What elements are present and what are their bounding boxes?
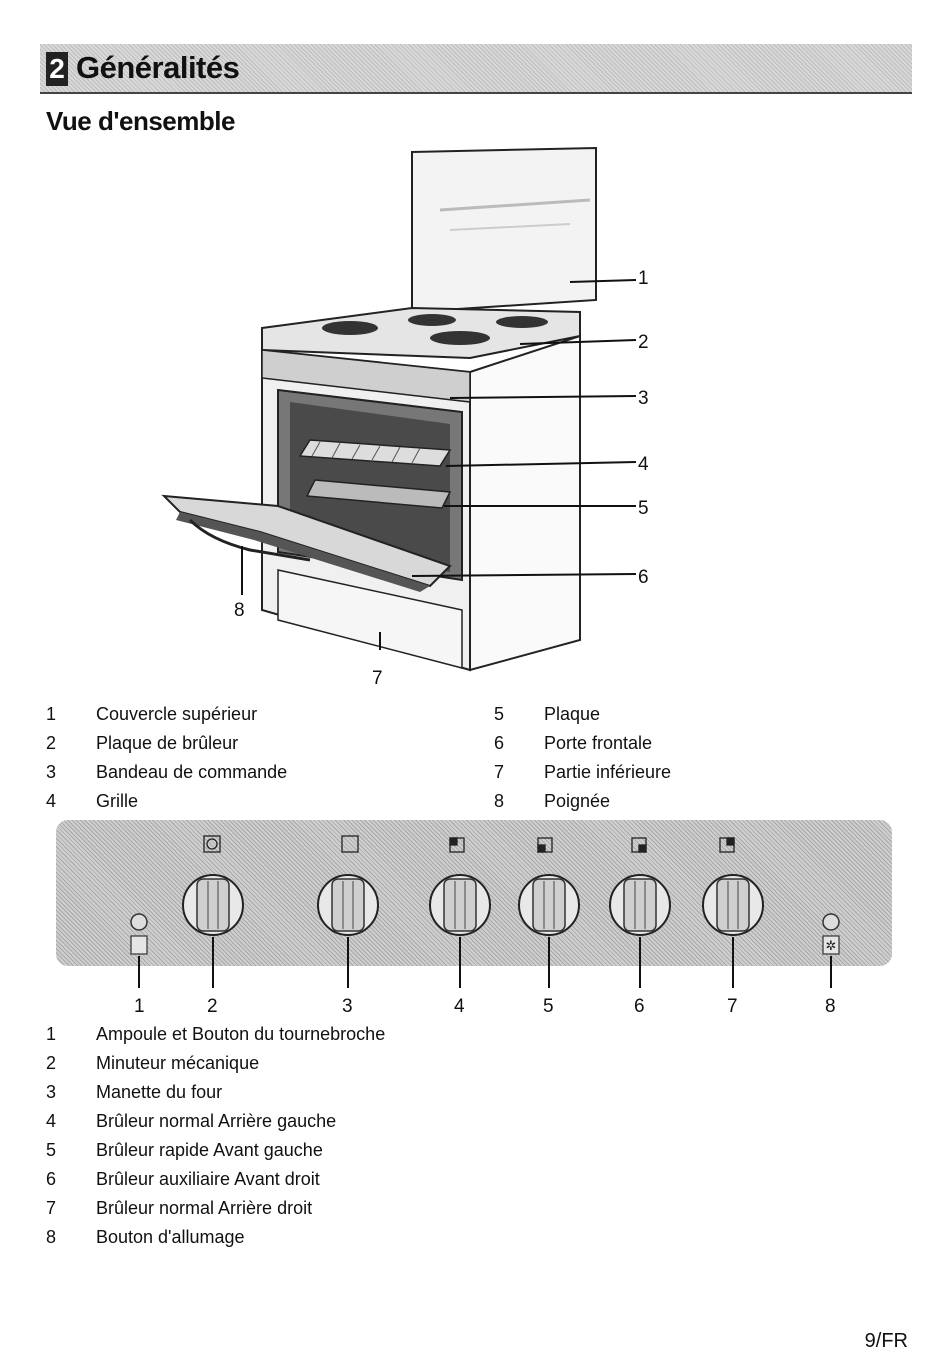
legend-label: Brûleur rapide Avant gauche [96, 1140, 323, 1160]
legend-label: Minuteur mécanique [96, 1053, 260, 1073]
overview-title: Vue d'ensemble [46, 106, 235, 136]
panel-callout-5: 5 [543, 996, 554, 1017]
legend-num: 1 [46, 1024, 57, 1044]
section-header: 2 Généralités [40, 44, 912, 94]
section-number: 2 [46, 52, 68, 86]
legend-num: 8 [494, 791, 505, 811]
legend-label: Brûleur auxiliaire Avant droit [96, 1169, 320, 1189]
legend-num: 4 [46, 1111, 57, 1131]
oven-illustration [161, 146, 637, 672]
legend-num: 6 [494, 733, 505, 753]
oven-callout-8: 8 [234, 600, 245, 621]
oven-callout-5: 5 [638, 498, 649, 519]
legend-label: Bandeau de commande [96, 762, 288, 782]
legend-label: Brûleur normal Arrière droit [96, 1198, 313, 1218]
legend-num: 5 [46, 1140, 57, 1160]
legend-num: 7 [46, 1198, 57, 1218]
legend-label: Couvercle supérieur [96, 704, 258, 724]
oven-callout-2: 2 [638, 332, 649, 353]
panel-callout-3: 3 [342, 996, 353, 1017]
legend-label: Grille [96, 791, 139, 811]
oven-callout-4: 4 [638, 454, 649, 475]
section-title: Généralités [76, 50, 240, 85]
panel-callout-1: 1 [134, 996, 145, 1017]
legend-label: Ampoule et Bouton du tournebroche [96, 1024, 386, 1044]
legend-num: 8 [46, 1227, 57, 1247]
control-panel [56, 820, 892, 966]
legend-label: Brûleur normal Arrière gauche [96, 1111, 337, 1131]
panel-callout-6: 6 [634, 996, 645, 1017]
legend-label: Porte frontale [544, 733, 653, 753]
legend-num: 7 [494, 762, 505, 782]
page-number: 9/FR [864, 1330, 908, 1352]
legend-num: 3 [46, 762, 57, 782]
legend-num: 3 [46, 1082, 57, 1102]
legend-label: Manette du four [96, 1082, 223, 1102]
legend-num: 2 [46, 1053, 57, 1073]
legend-label: Bouton d'allumage [96, 1227, 245, 1247]
legend-num: 6 [46, 1169, 57, 1189]
legend-label: Partie inférieure [544, 762, 672, 782]
legend-num: 2 [46, 733, 57, 753]
panel-callout-8: 8 [825, 996, 836, 1017]
oven-callout-1: 1 [638, 268, 649, 289]
legend-label: Plaque [544, 704, 601, 724]
legend-num: 5 [494, 704, 505, 724]
legend-label: Poignée [544, 791, 611, 811]
oven-callout-7: 7 [372, 668, 383, 689]
panel-callout-7: 7 [727, 996, 738, 1017]
panel-callout-2: 2 [207, 996, 218, 1017]
panel-callout-4: 4 [454, 996, 465, 1017]
oven-callout-3: 3 [638, 388, 649, 409]
oven-callout-6: 6 [638, 567, 649, 588]
legend-num: 1 [46, 704, 57, 724]
legend-num: 4 [46, 791, 57, 811]
legend-label: Plaque de brûleur [96, 733, 239, 753]
